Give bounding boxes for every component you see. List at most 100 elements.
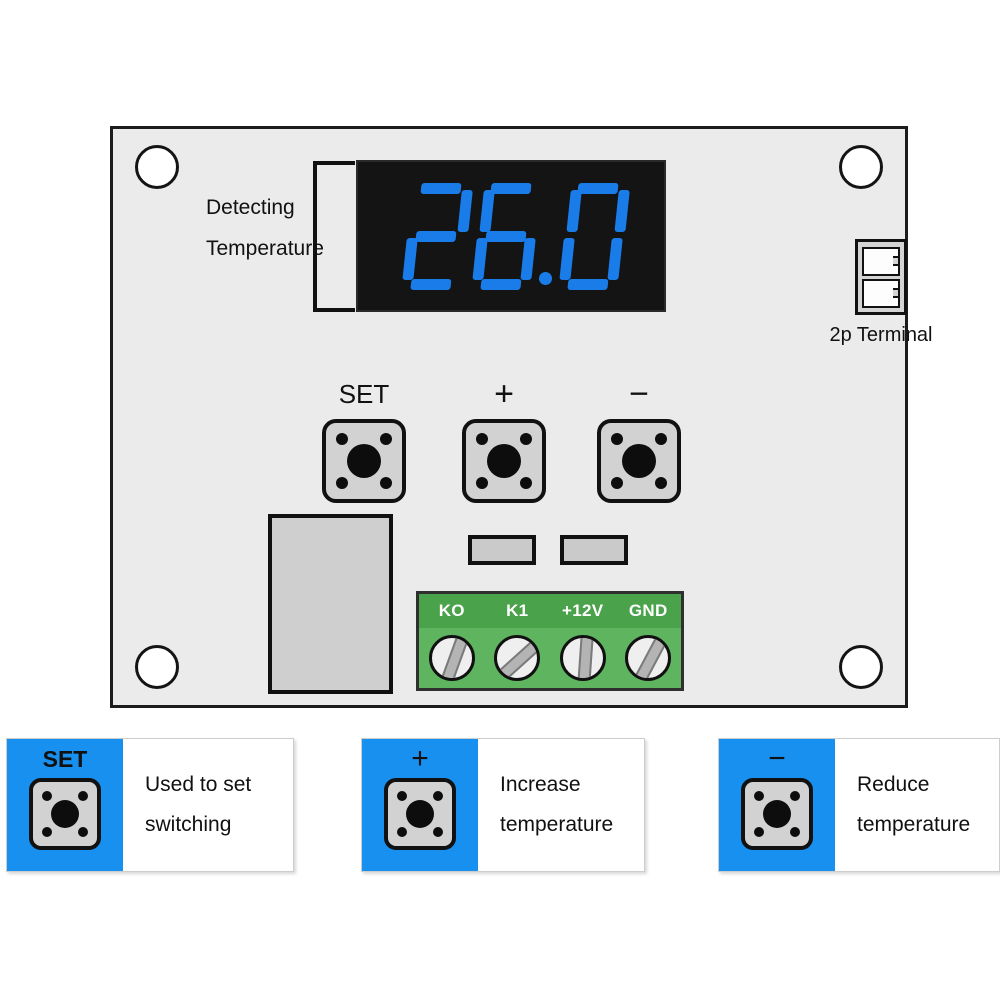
legend-plus-line1: Increase xyxy=(500,773,581,796)
legend-icon-plus: + xyxy=(362,739,478,871)
segment-c xyxy=(606,238,623,280)
segment-e xyxy=(401,238,418,280)
set-button[interactable] xyxy=(322,419,406,503)
controller-board: Detecting Temperature xyxy=(110,126,933,708)
legend-minus-line1: Reduce xyxy=(857,773,930,796)
segment-g xyxy=(484,231,527,242)
smd-component-2 xyxy=(560,535,628,565)
mounting-hole-top-left xyxy=(135,145,179,189)
segment-e xyxy=(471,238,488,280)
terminal-slot-1 xyxy=(862,247,900,276)
screw-terminal-screws xyxy=(419,628,681,688)
led-display-panel xyxy=(356,160,666,312)
plus-button-group[interactable]: + xyxy=(461,375,547,503)
legend-minus-line2: temperature xyxy=(857,813,971,836)
button-pin xyxy=(611,477,623,489)
legend-symbol-minus: − xyxy=(768,742,786,775)
screw-gnd[interactable] xyxy=(625,635,672,681)
led-digit-0 xyxy=(399,181,473,291)
minus-button-group[interactable]: − xyxy=(596,375,682,503)
button-pin xyxy=(790,827,800,837)
button-cap xyxy=(406,800,434,828)
button-pin xyxy=(476,477,488,489)
button-pin xyxy=(42,791,52,801)
button-pin xyxy=(655,433,667,445)
screw-slot xyxy=(497,638,538,678)
segment-f xyxy=(565,190,582,232)
terminal-label-k0: KO xyxy=(438,601,465,620)
segment-b xyxy=(456,190,473,232)
legend-symbol-set: SET xyxy=(42,746,88,772)
button-pin xyxy=(336,433,348,445)
segment-g xyxy=(414,231,457,242)
terminal-label-12v: +12V xyxy=(562,601,604,620)
set-button-group[interactable]: SET xyxy=(321,379,407,503)
screw-terminal-block: KO K1 +12V GND xyxy=(416,591,684,691)
segment-d xyxy=(479,279,521,290)
legend-row: SET Used to set switching + xyxy=(0,738,1000,878)
segment-c xyxy=(519,238,536,280)
segment-a xyxy=(489,183,532,194)
segment-f xyxy=(478,190,495,232)
legend-minus-button-icon xyxy=(741,778,813,850)
button-pin xyxy=(520,477,532,489)
button-pin xyxy=(380,477,392,489)
button-pin xyxy=(397,827,407,837)
terminal-slot-2 xyxy=(862,279,900,308)
terminal-label-gnd: GND xyxy=(628,601,668,620)
button-pin xyxy=(78,791,88,801)
minus-button-label: − xyxy=(629,375,649,413)
legend-card-plus: + Increase temperature xyxy=(361,738,645,872)
button-pin xyxy=(433,827,443,837)
screw-slot xyxy=(437,638,471,678)
button-pin xyxy=(754,791,764,801)
button-pin xyxy=(655,477,667,489)
segment-a xyxy=(576,183,619,194)
mounting-hole-top-right xyxy=(839,145,883,189)
detecting-temperature-bracket xyxy=(313,161,355,312)
legend-icon-minus: − xyxy=(719,739,835,871)
button-pin xyxy=(42,827,52,837)
legend-set-line1: Used to set xyxy=(145,773,252,796)
screw-12v[interactable] xyxy=(559,635,606,681)
button-cap xyxy=(51,800,79,828)
screw-k0[interactable] xyxy=(428,635,475,681)
legend-text-set: Used to set switching xyxy=(123,739,293,871)
button-pin xyxy=(336,477,348,489)
button-cap xyxy=(487,444,521,478)
mounting-hole-bottom-right xyxy=(839,645,883,689)
2p-terminal-label: 2p Terminal xyxy=(829,324,933,346)
mounting-hole-bottom-left xyxy=(135,645,179,689)
button-pin xyxy=(611,433,623,445)
minus-button[interactable] xyxy=(597,419,681,503)
legend-card-minus: − Reduce temperature xyxy=(718,738,1000,872)
2p-terminal-icon[interactable] xyxy=(855,239,907,315)
button-pin xyxy=(790,791,800,801)
screw-slot xyxy=(576,638,594,678)
detect-label-line2: Temperature xyxy=(206,237,324,260)
button-pin xyxy=(520,433,532,445)
plus-button-label: + xyxy=(494,375,514,413)
screw-terminal-labels: KO K1 +12V GND xyxy=(419,594,681,628)
led-digit-2 xyxy=(556,181,630,291)
button-cap xyxy=(763,800,791,828)
terminal-label-k1: K1 xyxy=(506,601,529,620)
legend-set-button-icon xyxy=(29,778,101,850)
segment-d xyxy=(409,279,451,290)
legend-icon-set: SET xyxy=(7,739,123,871)
led-decimal-point xyxy=(538,272,552,285)
button-cap xyxy=(347,444,381,478)
legend-symbol-plus: + xyxy=(411,742,429,775)
button-pin xyxy=(433,791,443,801)
relay-component xyxy=(268,514,393,694)
button-pin xyxy=(78,827,88,837)
button-pin xyxy=(380,433,392,445)
legend-text-minus: Reduce temperature xyxy=(835,739,999,871)
legend-card-set: SET Used to set switching xyxy=(6,738,294,872)
screw-k1[interactable] xyxy=(494,635,541,681)
legend-plus-line2: temperature xyxy=(500,813,614,836)
detecting-temperature-label: Detecting Temperature xyxy=(206,187,356,269)
button-pin xyxy=(397,791,407,801)
segment-d xyxy=(566,279,608,290)
plus-button[interactable] xyxy=(462,419,546,503)
